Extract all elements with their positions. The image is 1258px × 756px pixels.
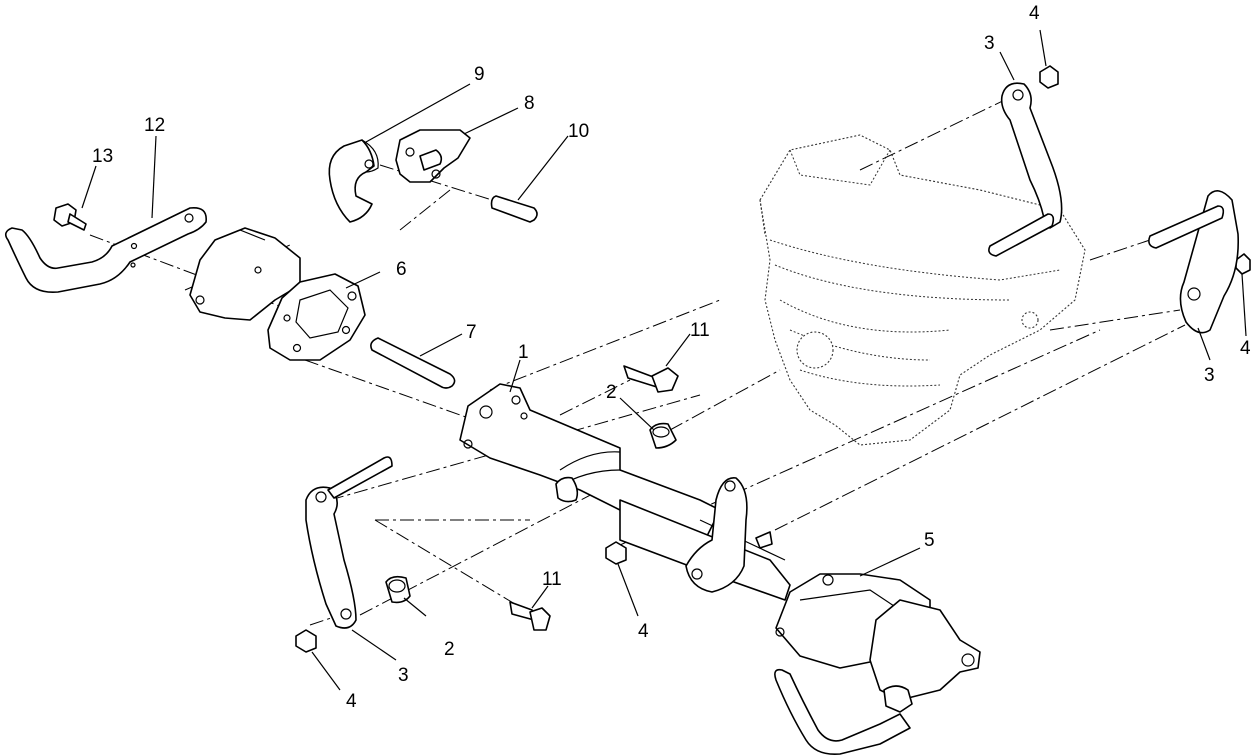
callout-4: 4 (638, 621, 649, 642)
part-4-nut-lower-left (295, 629, 317, 653)
gearbox-housing (189, 227, 301, 321)
part-10-pin (490, 195, 538, 223)
callout-12: 12 (144, 115, 165, 136)
callout-labels: 1 2 2 3 3 3 4 4 4 4 5 6 7 8 9 10 11 11 1… (92, 3, 1251, 712)
part-7-pin (370, 337, 456, 389)
part-1-axle-housing (459, 383, 721, 541)
callout-10: 10 (568, 121, 589, 142)
part-13-bolt (53, 203, 87, 231)
part-9-cup-bracket (328, 139, 379, 223)
right-steering-handle (774, 668, 911, 756)
callout-2: 2 (444, 639, 455, 660)
callout-3: 3 (1204, 365, 1215, 386)
part-3-link-right (1148, 190, 1240, 334)
callout-2: 2 (606, 382, 617, 403)
part-11-bolt-upper (623, 365, 679, 393)
callout-11: 11 (690, 320, 710, 341)
leader-lines (81, 29, 1247, 691)
part-2-bushing-upper (649, 422, 677, 449)
callout-11: 11 (542, 569, 562, 590)
part-11-bolt-lower (509, 601, 551, 631)
part-4-nut-middle (605, 541, 627, 565)
part-3-link-lower (305, 456, 393, 629)
callout-3: 3 (398, 665, 409, 686)
part-5-gearbox-assembly (775, 573, 981, 713)
callout-1: 1 (518, 342, 529, 363)
callout-5: 5 (924, 530, 935, 551)
engine-ghost-outline (759, 134, 1086, 446)
part-3-link-top (988, 82, 1063, 257)
callout-13: 13 (92, 146, 113, 167)
callout-3: 3 (984, 33, 995, 54)
part-12-steering-arm (4, 206, 207, 294)
callout-7: 7 (466, 322, 477, 343)
part-6-flange-block (267, 273, 366, 361)
callout-8: 8 (524, 93, 535, 114)
part-2-bushing-lower (385, 575, 411, 604)
part-4-nut-top (1039, 65, 1059, 89)
callout-9: 9 (474, 64, 485, 85)
part-8-clevis-bracket (395, 129, 471, 183)
callout-4: 4 (346, 691, 357, 712)
callout-4: 4 (1240, 338, 1251, 359)
callout-6: 6 (396, 259, 407, 280)
callout-4: 4 (1029, 3, 1040, 24)
part-3-link-center (685, 477, 773, 593)
